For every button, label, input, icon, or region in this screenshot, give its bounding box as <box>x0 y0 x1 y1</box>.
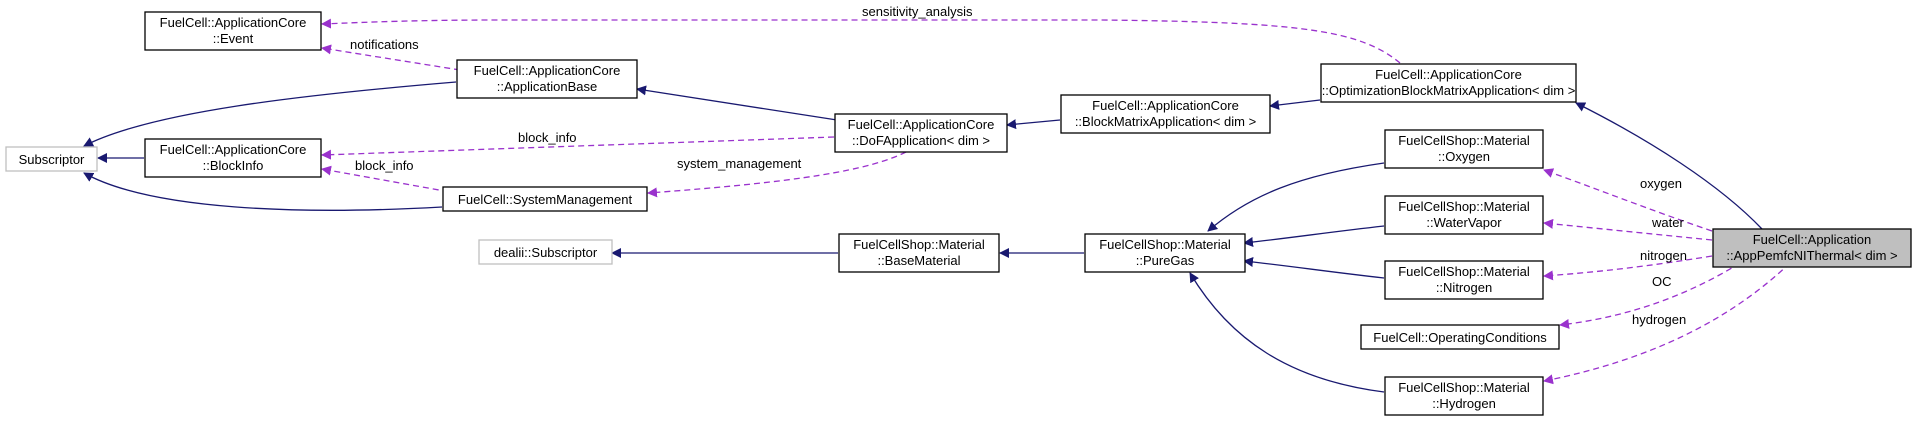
node-dofapp-line1: FuelCell::ApplicationCore <box>848 117 995 132</box>
node-dealii-line1: dealii::Subscriptor <box>494 245 598 260</box>
label-nitrogen: nitrogen <box>1640 248 1687 263</box>
edge-watervapor-to-puregas <box>1243 225 1385 247</box>
node-basematerial-line2: ::BaseMaterial <box>877 253 960 268</box>
node-basematerial-line1: FuelCellShop::Material <box>853 237 985 252</box>
node-optblock-line2: ::OptimizationBlockMatrixApplication< di… <box>1322 83 1576 98</box>
label-oxygen: oxygen <box>1640 176 1682 191</box>
node-hydrogen[interactable]: FuelCellShop::Material ::Hydrogen <box>1384 376 1544 416</box>
node-optblock[interactable]: FuelCell::ApplicationCore ::Optimization… <box>1320 63 1577 103</box>
node-basematerial[interactable]: FuelCellShop::Material ::BaseMaterial <box>838 233 1000 273</box>
node-opcond-line1: FuelCell::OperatingConditions <box>1373 330 1547 345</box>
label-notifications: notifications <box>350 37 419 52</box>
node-opcond[interactable]: FuelCell::OperatingConditions <box>1360 324 1560 350</box>
edge-optblock-to-blockmatrix <box>1269 99 1321 110</box>
node-blockinfo[interactable]: FuelCell::ApplicationCore ::BlockInfo <box>144 138 322 178</box>
label-hydrogen: hydrogen <box>1632 312 1686 327</box>
edge-apppemfc-to-optblock <box>1575 102 1763 230</box>
edge-apppemfc-to-nitrogen <box>1543 255 1713 281</box>
label-system-management: system_management <box>677 156 802 171</box>
label-oc: OC <box>1652 274 1672 289</box>
node-blockinfo-line2: ::BlockInfo <box>203 158 264 173</box>
node-apppemfc[interactable]: FuelCell::Application ::AppPemfcNITherma… <box>1712 228 1912 268</box>
edge-apppemfc-to-opcond <box>1559 262 1741 329</box>
node-event-line1: FuelCell::ApplicationCore <box>160 15 307 30</box>
node-event-line2: ::Event <box>213 31 254 46</box>
edge-blockmatrix-to-dofapp <box>1006 119 1061 130</box>
edge-sysmgmt-to-blockinfo <box>321 165 479 198</box>
edge-apppemfc-to-oxygen <box>1543 168 1713 232</box>
edge-nitrogen-to-puregas <box>1243 257 1385 279</box>
label-block-info-dof: block_info <box>518 130 577 145</box>
node-hydrogen-line2: ::Hydrogen <box>1432 396 1496 411</box>
edge-hydrogen-to-puregas <box>1189 272 1385 393</box>
node-blockmatrix-line1: FuelCell::ApplicationCore <box>1092 98 1239 113</box>
node-oxygen-line2: ::Oxygen <box>1438 149 1490 164</box>
node-blockinfo-line1: FuelCell::ApplicationCore <box>160 142 307 157</box>
edge-dofapp-to-blockinfo <box>321 136 835 160</box>
node-hydrogen-line1: FuelCellShop::Material <box>1398 380 1530 395</box>
nodes: Subscriptor FuelCell::ApplicationCore ::… <box>5 11 1912 416</box>
edge-labels: sensitivity_analysis notifications block… <box>350 4 1687 327</box>
node-nitrogen[interactable]: FuelCellShop::Material ::Nitrogen <box>1384 260 1544 300</box>
node-puregas[interactable]: FuelCellShop::Material ::PureGas <box>1084 233 1246 273</box>
node-oxygen[interactable]: FuelCellShop::Material ::Oxygen <box>1384 129 1544 169</box>
label-block-info-sys: block_info <box>355 158 414 173</box>
edge-optblock-to-event <box>321 18 1401 64</box>
edge-oxygen-to-puregas <box>1207 162 1385 232</box>
edge-dofapp-to-appbase <box>636 85 838 121</box>
node-apppemfc-line2: ::AppPemfcNIThermal< dim > <box>1726 248 1897 263</box>
edge-sysmgmt-to-subscriptor <box>83 172 443 211</box>
node-watervapor-line1: FuelCellShop::Material <box>1398 199 1530 214</box>
node-watervapor-line2: ::WaterVapor <box>1426 215 1502 230</box>
node-dofapp[interactable]: FuelCell::ApplicationCore ::DoFApplicati… <box>834 113 1008 153</box>
edges <box>83 18 1791 393</box>
edge-apppemfc-to-watervapor <box>1543 218 1713 241</box>
node-nitrogen-line1: FuelCellShop::Material <box>1398 264 1530 279</box>
node-subscriptor-line1: Subscriptor <box>19 152 85 167</box>
label-sensitivity-analysis: sensitivity_analysis <box>862 4 973 19</box>
node-appbase-line2: ::ApplicationBase <box>497 79 597 94</box>
node-dofapp-line2: ::DoFApplication< dim > <box>852 133 990 148</box>
node-puregas-line2: ::PureGas <box>1136 253 1195 268</box>
node-sysmgmt[interactable]: FuelCell::SystemManagement <box>442 186 648 212</box>
node-subscriptor[interactable]: Subscriptor <box>5 146 98 172</box>
node-nitrogen-line2: ::Nitrogen <box>1436 280 1492 295</box>
edge-apppemfc-to-hydrogen <box>1543 262 1791 385</box>
label-water: water <box>1651 215 1684 230</box>
node-apppemfc-line1: FuelCell::Application <box>1753 232 1872 247</box>
node-blockmatrix[interactable]: FuelCell::ApplicationCore ::BlockMatrixA… <box>1060 94 1271 134</box>
node-blockmatrix-line2: ::BlockMatrixApplication< dim > <box>1075 114 1256 129</box>
edge-appbase-to-subscriptor <box>83 81 457 147</box>
node-event[interactable]: FuelCell::ApplicationCore ::Event <box>144 11 322 51</box>
node-appbase[interactable]: FuelCell::ApplicationCore ::ApplicationB… <box>456 59 638 99</box>
node-appbase-line1: FuelCell::ApplicationCore <box>474 63 621 78</box>
node-oxygen-line1: FuelCellShop::Material <box>1398 133 1530 148</box>
node-watervapor[interactable]: FuelCellShop::Material ::WaterVapor <box>1384 195 1544 235</box>
node-puregas-line1: FuelCellShop::Material <box>1099 237 1231 252</box>
node-optblock-line1: FuelCell::ApplicationCore <box>1375 67 1522 82</box>
node-dealii[interactable]: dealii::Subscriptor <box>478 239 613 265</box>
node-sysmgmt-line1: FuelCell::SystemManagement <box>458 192 633 207</box>
edge-appbase-to-event <box>321 44 461 71</box>
